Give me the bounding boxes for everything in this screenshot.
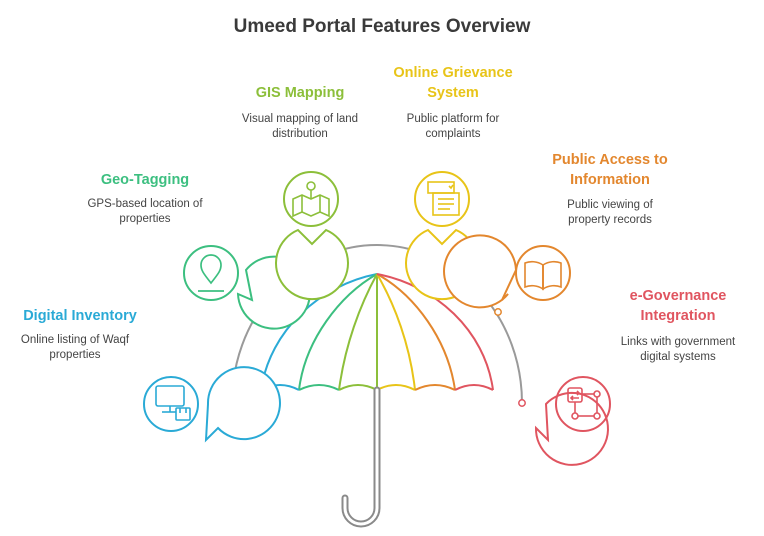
outer-arc <box>231 244 523 404</box>
feature-title-grievance: Online Grievance System <box>393 65 513 101</box>
feature-desc-grievance: Public platform for complaints <box>406 113 500 140</box>
feature-title-geo-tagging: Geo-Tagging <box>100 172 190 188</box>
feature-desc-geo-tagging: GPS-based location of properties <box>87 198 203 225</box>
badge-digital-inventory <box>143 366 281 443</box>
connector-dot-egovernance <box>518 399 526 407</box>
form-icon <box>427 181 460 216</box>
feature-desc-public-access: Public viewing of property records <box>567 199 653 226</box>
umbrella-canopy <box>260 273 494 391</box>
page-title: Umeed Portal Features Overview <box>233 16 531 37</box>
map-icon <box>292 181 330 218</box>
book-icon <box>524 260 562 291</box>
integration-icon <box>567 387 601 420</box>
location-pin-icon <box>198 254 224 292</box>
connector-dot-public-access <box>494 308 502 316</box>
badge-egovernance <box>534 376 611 466</box>
feature-desc-digital-inventory: Online listing of Waqf properties <box>20 334 130 361</box>
feature-desc-egovernance: Links with government digital systems <box>620 336 736 363</box>
feature-title-public-access: Public Access to Information <box>552 152 668 188</box>
badge-public-access <box>443 234 571 309</box>
feature-title-digital-inventory: Digital Inventory <box>23 308 137 324</box>
computer-icon <box>155 385 191 421</box>
badge-gis-mapping <box>275 171 349 301</box>
feature-title-egovernance: e-Governance Integration <box>629 288 727 324</box>
umbrella-handle <box>341 386 381 528</box>
feature-title-gis-mapping: GIS Mapping <box>255 85 345 101</box>
feature-desc-gis-mapping: Visual mapping of land distribution <box>241 113 359 140</box>
